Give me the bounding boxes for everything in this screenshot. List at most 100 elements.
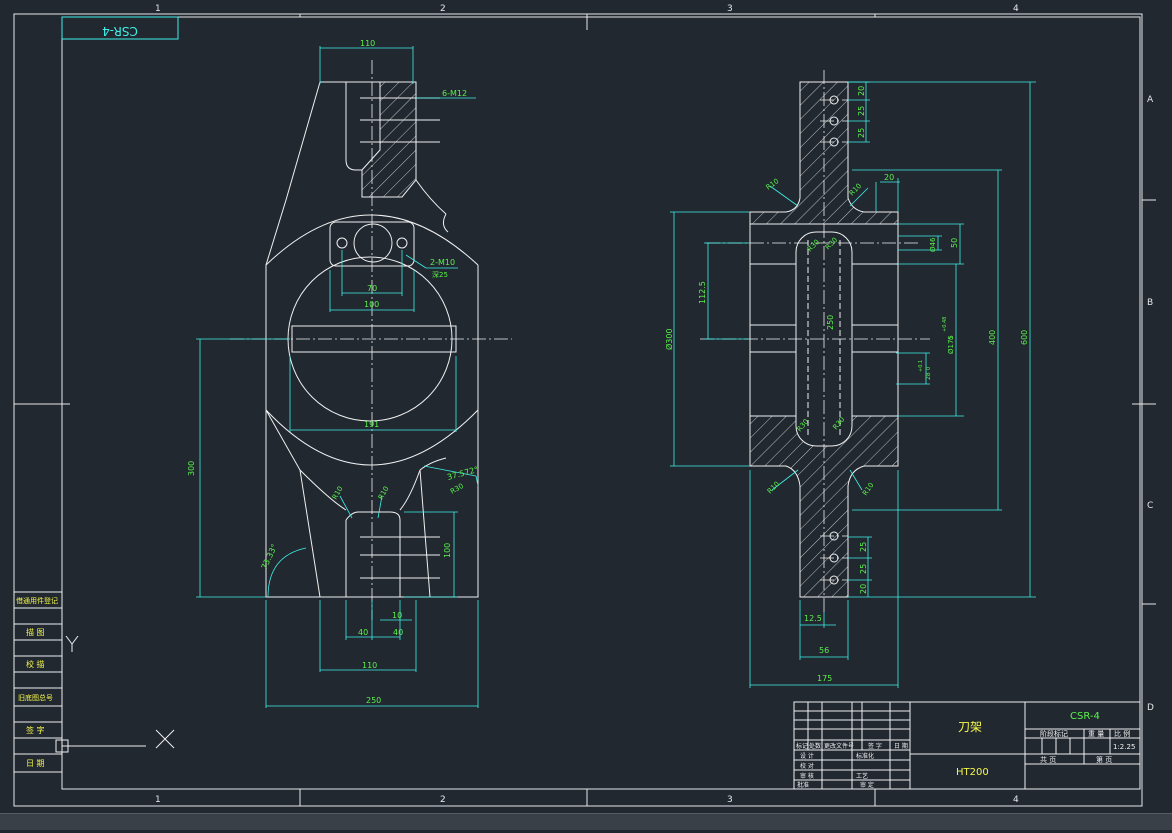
left-centerlines [230, 60, 512, 620]
col-label: 4 [1013, 795, 1019, 805]
dim-d28: 28 [925, 372, 932, 380]
dim-h112: 112.5 [698, 281, 707, 304]
dim-slot-gap: 10 [392, 611, 402, 620]
dim-w12: 12.5 [804, 614, 822, 623]
dim-bot-left: 40 [358, 628, 368, 637]
dim-h25b: 25 [857, 128, 866, 138]
dim-w20: 20 [884, 173, 894, 182]
dim-d46: Ø46 [929, 237, 937, 252]
tb-label: 更改文件号 [824, 742, 854, 750]
right-dims [670, 81, 1036, 688]
dim-r10-lr: R10 [861, 481, 875, 497]
side-row: 借通用件登记 [16, 596, 58, 605]
dim-h25c: 25 [859, 542, 868, 552]
tb-label: 设 计 [800, 752, 814, 760]
dim-bore-width: 191 [364, 420, 379, 429]
side-row: 描 图 [26, 627, 45, 637]
side-table [13, 591, 63, 773]
stage-label: 阶段标记 [1040, 729, 1068, 738]
tb-label: 工艺 [856, 772, 868, 780]
side-row: 校 描 [26, 659, 45, 669]
tb-label: 日 期 [894, 742, 908, 750]
dim-overall-width: 250 [366, 696, 381, 705]
dim-r10-ll: R10 [766, 480, 781, 495]
dim-h600: 600 [1020, 330, 1029, 345]
title-tag: CSR-4 [102, 24, 138, 38]
dim-r-left: R10 [331, 485, 345, 501]
ucs-icon [55, 635, 175, 753]
side-row: 签 字 [26, 725, 45, 735]
dim-h25a: 25 [857, 106, 866, 116]
tb-label: 审 核 [800, 772, 814, 780]
row-label: D [1147, 703, 1154, 713]
tb-label: 签 字 [868, 742, 882, 750]
grid-labels: 1 2 3 4 1 2 3 4 A B C D [155, 4, 1154, 805]
tb-label: 处数 [809, 742, 821, 750]
dim-d300: Ø300 [664, 328, 674, 350]
dim-w175: 175 [817, 674, 832, 683]
dim-boss-width: 100 [364, 300, 379, 309]
dim-depth: 深25 [432, 270, 448, 279]
col-label: 1 [155, 4, 161, 14]
scale-value: 1:2.25 [1113, 743, 1135, 751]
part-name: 刀架 [958, 720, 982, 734]
title-grid-labels: 标记 处数 更改文件号 签 字 日 期 设 计 标准化 校 对 审 核 工艺 批… [796, 742, 908, 789]
scale-label: 比 例 [1114, 729, 1130, 738]
title-tag-box [61, 16, 179, 40]
status-bar [0, 813, 1172, 830]
col-label: 4 [1013, 4, 1019, 14]
col-label: 2 [440, 795, 446, 805]
left-dim-text: 110 6-M12 2-M10 深25 70 100 191 300 100 R… [187, 39, 479, 705]
tb-label: 批准 [797, 781, 809, 789]
dim-r-right-30: R30 [449, 482, 465, 496]
drawing-code: CSR-4 [1070, 711, 1100, 722]
dim-h250: 250 [826, 315, 835, 330]
dim-h20b: 20 [859, 584, 868, 594]
tb-label: 校 对 [800, 762, 814, 770]
sheet-no: 第 页 [1096, 755, 1112, 764]
dim-bot-right: 40 [393, 628, 403, 637]
side-row: 日 期 [26, 759, 45, 768]
dim-w56: 56 [819, 646, 829, 655]
left-dims [196, 46, 479, 708]
title-block-text: 阶段标记 重 量 比 例 1:2.25 共 页 第 页 [1040, 729, 1135, 764]
dim-angle-right: 37.572° [446, 465, 479, 482]
frame [13, 13, 1156, 807]
dim-tol-c: +0.1 [918, 360, 924, 372]
col-label: 3 [727, 795, 733, 805]
row-label: A [1147, 95, 1154, 105]
dim-top-width: 110 [360, 39, 375, 48]
dim-height: 300 [187, 461, 196, 476]
left-view [265, 81, 479, 598]
dim-r-ul: R10 [765, 177, 781, 191]
dim-slot-height: 100 [443, 543, 452, 558]
side-row: 旧底图总号 [18, 693, 53, 702]
title-block [793, 701, 1141, 790]
row-label: B [1147, 298, 1153, 308]
dim-hole-spacing: 70 [367, 284, 377, 293]
side-table-text: 借通用件登记 描 图 校 描 旧底图总号 签 字 日 期 [16, 596, 58, 768]
tb-label: 标记 [796, 742, 808, 750]
tb-label: 审 定 [860, 781, 874, 789]
dim-tol-b: 0 [949, 337, 955, 340]
dim-r-right: R10 [377, 485, 391, 501]
dim-h20a: 20 [857, 86, 866, 96]
col-label: 2 [440, 4, 446, 14]
tb-label: 标准化 [856, 752, 874, 760]
dim-thread-top: 6-M12 [442, 89, 467, 98]
dim-tol-d: 0 [926, 367, 932, 370]
sheet-total: 共 页 [1040, 755, 1056, 764]
dim-thread-side: 2-M10 [430, 258, 455, 267]
dim-h50: 50 [950, 238, 959, 248]
col-label: 3 [727, 4, 733, 14]
dim-tol-a: +0.48 [942, 317, 948, 332]
dim-d175: Ø175 [947, 335, 955, 354]
col-label: 1 [155, 795, 161, 805]
dim-base-width: 110 [362, 661, 377, 670]
dim-h400: 400 [988, 330, 997, 345]
row-label: C [1147, 501, 1153, 511]
dim-h25d: 25 [859, 564, 868, 574]
weight-label: 重 量 [1088, 730, 1104, 738]
